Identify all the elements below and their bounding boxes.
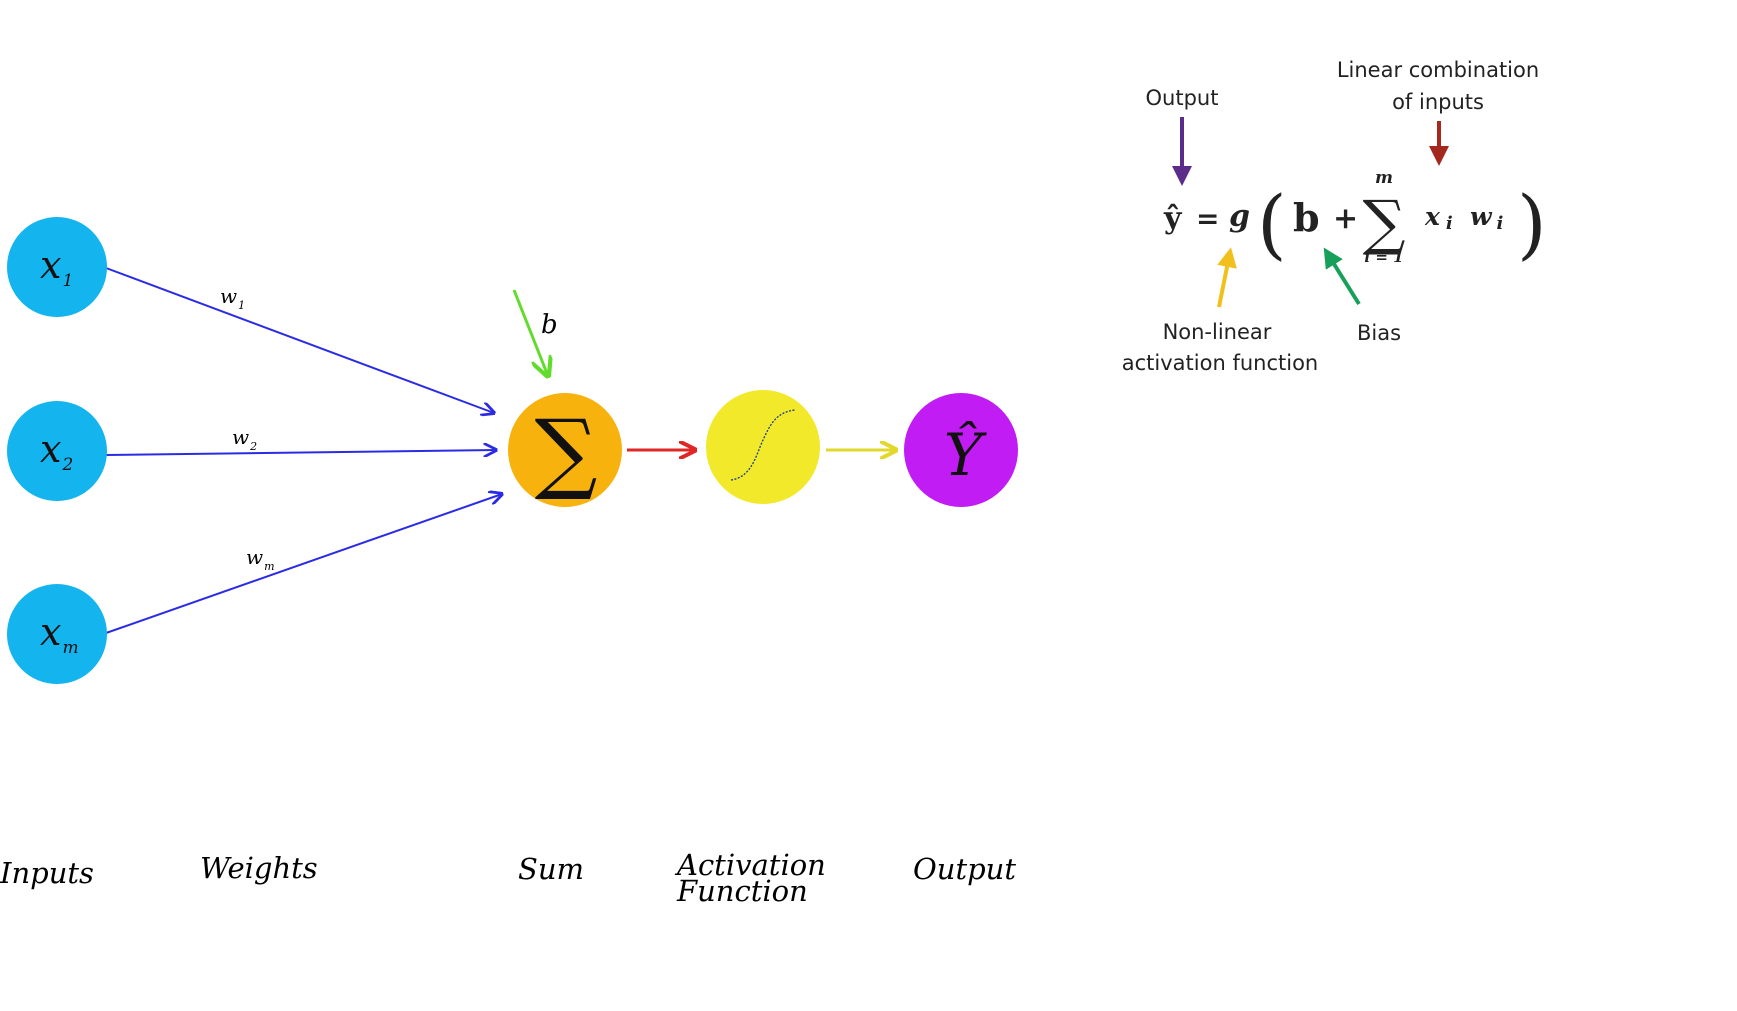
bias-label: b [541, 310, 558, 340]
svg-text:xm: xm [40, 610, 79, 658]
equation-lower-limit: i = 1 [1364, 248, 1403, 266]
svg-text:x1: x1 [40, 243, 73, 291]
stage-label-output: Output [913, 852, 1016, 886]
stage-label-inputs: Inputs [0, 856, 94, 890]
equation-func: g [1229, 199, 1250, 234]
weight-label-m: wm [246, 545, 275, 573]
stage-label-sum: Sum [518, 852, 584, 886]
annotation-activation-line2: activation function [1122, 351, 1318, 375]
weight-arrow-1 [105, 267, 494, 413]
weight-label-1: w1 [220, 284, 245, 312]
activation-node [706, 390, 820, 504]
output-symbol: Ŷ [944, 421, 987, 489]
annotation-bias: Bias [1357, 321, 1401, 345]
stage-label-activation-line1: Activation [674, 848, 826, 882]
equation-plus: + [1333, 201, 1358, 236]
sum-symbol: ∑ [535, 400, 598, 503]
input-node-1: x1 [7, 217, 107, 317]
output-node: Ŷ [904, 393, 1018, 507]
annotation-activation-arrow [1217, 247, 1237, 308]
weight-arrow-m [105, 494, 502, 634]
stage-label-weights: Weights [200, 851, 318, 885]
annotation-bias-arrow [1323, 247, 1361, 306]
bias-arrow [512, 289, 548, 376]
equation-lhs: ŷ [1163, 201, 1183, 236]
equation-open-paren: ( [1257, 179, 1287, 268]
annotation-linear-line1: Linear combination [1337, 58, 1539, 82]
input-node-m: xm [7, 584, 107, 684]
equation-upper-limit: m [1375, 168, 1393, 188]
equation-sum-sign: ∑ [1363, 188, 1406, 258]
equation-panel: Output Linear combination of inputs ŷ = … [1122, 58, 1547, 375]
weight-label-2: w2 [232, 425, 257, 453]
input-node-2: x2 [7, 401, 107, 501]
weight-arrow-2 [105, 450, 496, 455]
annotation-activation-line1: Non-linear [1163, 320, 1272, 344]
sum-node: ∑ [508, 393, 622, 507]
stage-label-activation-line2: Function [676, 874, 808, 908]
svg-text:x2: x2 [40, 427, 73, 475]
annotation-linear-line2: of inputs [1392, 90, 1484, 114]
equation-bias: b [1293, 195, 1320, 240]
equation-close-paren: ) [1517, 179, 1547, 268]
sigmoid-curve-icon [730, 409, 796, 481]
equation-equals: = [1196, 202, 1219, 235]
annotation-output: Output [1146, 86, 1219, 110]
